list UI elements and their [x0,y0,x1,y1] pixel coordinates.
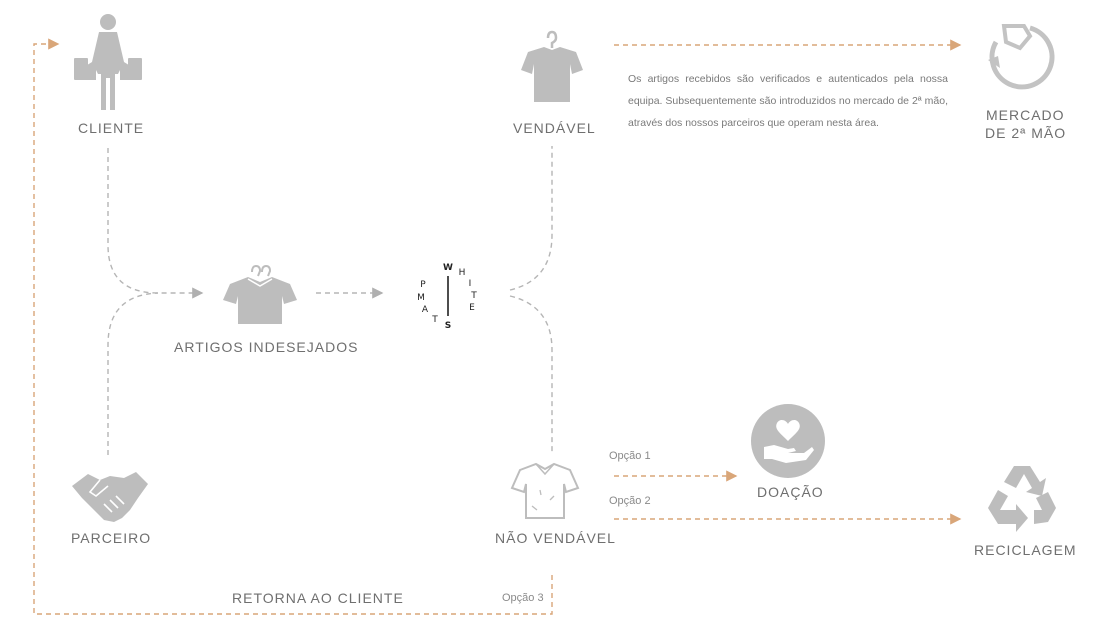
svg-text:T: T [470,291,477,301]
node-mercado-label-1: MERCADO [986,107,1065,123]
node-parceiro-label: PARCEIRO [71,530,152,546]
svg-text:P: P [420,280,426,290]
secondhand-description: Os artigos recebidos são verificados e a… [628,73,948,129]
svg-text:A: A [422,305,429,315]
node-reciclagem-label: RECICLAGEM [974,542,1077,558]
node-artigos-label: ARTIGOS INDESEJADOS [174,339,359,355]
svg-text:W: W [443,263,453,273]
clothes-pile-icon [223,264,297,324]
option-1-label: Opção 1 [609,450,651,462]
svg-text:M: M [417,293,425,303]
svg-text:T: T [431,315,438,325]
option-3-label: Opção 3 [502,592,544,604]
opcao3-return-line [33,38,553,615]
return-to-client-label: RETORNA AO CLIENTE [232,590,404,606]
node-nao-vendavel-label: NÃO VENDÁVEL [495,530,616,546]
stamp-to-vendavel-line [509,146,553,291]
recycle-arrow-icon [988,24,1055,90]
handshake-icon [72,472,148,522]
svg-text:S: S [445,321,451,331]
node-mercado-label-2: DE 2ª MÃO [985,125,1067,141]
recycle-icon [988,466,1056,532]
cliente-to-artigos-line [107,148,204,299]
heart-hand-icon [751,404,825,478]
node-cliente-label: CLIENTE [78,120,145,136]
node-doacao-label: DOAÇÃO [757,484,824,500]
svg-text:E: E [469,303,475,313]
worn-tshirt-icon [510,462,580,519]
white-stamp-logo: W H I T E S T A M P [417,263,477,331]
svg-text:H: H [459,268,466,278]
stamp-to-naovendavel-line [509,295,553,455]
woman-shopping-icon [74,14,142,110]
option-2-label: Opção 2 [609,495,651,507]
node-vendavel-label: VENDÁVEL [513,120,596,136]
tshirt-hanger-icon [521,30,583,102]
parceiro-to-artigos-line [107,292,159,455]
svg-text:I: I [469,279,472,289]
